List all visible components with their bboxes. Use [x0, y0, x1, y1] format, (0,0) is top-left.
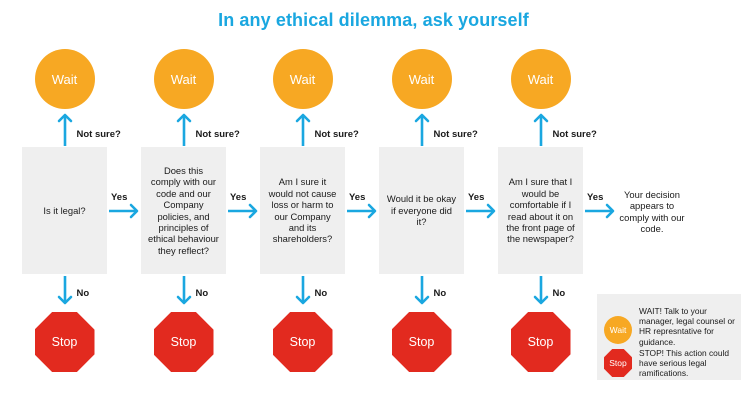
not-sure-label-5: Not sure?: [552, 129, 597, 140]
not-sure-label-4: Not sure?: [433, 129, 478, 140]
yes-label-1: Yes: [111, 192, 128, 203]
up-arrow-2: [176, 113, 191, 146]
no-label-1: No: [76, 288, 90, 299]
up-arrow-3: [295, 113, 310, 146]
right-arrow-4: [466, 203, 496, 219]
legend-stop-text: STOP! This action could have serious leg…: [639, 348, 729, 379]
question-box-5: Am I sure that I would be comfortable if…: [498, 147, 583, 274]
legend: Wait WAIT! Talk to your manager, legal c…: [597, 294, 741, 380]
legend-wait-badge: Wait: [604, 316, 632, 344]
up-arrow-5: [533, 113, 548, 146]
down-arrow-1: [57, 276, 72, 305]
stop-node-4: Stop: [391, 312, 452, 372]
no-label-2: No: [195, 288, 209, 299]
question-box-1: Is it legal?: [22, 147, 107, 274]
legend-stop-badge: Stop: [604, 349, 632, 377]
right-arrow-1: [109, 203, 139, 219]
right-arrow-3: [347, 203, 377, 219]
yes-label-2: Yes: [230, 192, 247, 203]
wait-node-5: Wait: [510, 49, 571, 109]
up-arrow-4: [414, 113, 429, 146]
question-box-4: Would it be okay if everyone did it?: [379, 147, 464, 274]
yes-label-5: Yes: [587, 192, 604, 203]
not-sure-label-3: Not sure?: [314, 129, 359, 140]
final-outcome: Your decision appears to comply with our…: [619, 189, 685, 235]
wait-node-1: Wait: [34, 49, 95, 109]
wait-node-3: Wait: [272, 49, 333, 109]
stop-node-3: Stop: [272, 312, 333, 372]
yes-label-4: Yes: [468, 192, 485, 203]
up-arrow-1: [57, 113, 72, 146]
question-box-2: Does this comply with our code and our C…: [141, 147, 226, 274]
stop-node-2: Stop: [153, 312, 214, 372]
stop-node-5: Stop: [510, 312, 571, 372]
stop-node-1: Stop: [34, 312, 95, 372]
no-label-3: No: [314, 288, 328, 299]
down-arrow-5: [533, 276, 548, 305]
wait-node-4: Wait: [391, 49, 452, 109]
no-label-4: No: [433, 288, 447, 299]
down-arrow-4: [414, 276, 429, 305]
diagram-title: In any ethical dilemma, ask yourself: [218, 10, 529, 30]
question-box-3: Am I sure it would not cause loss or har…: [260, 147, 345, 274]
down-arrow-2: [176, 276, 191, 305]
down-arrow-3: [295, 276, 310, 305]
yes-label-3: Yes: [349, 192, 366, 203]
not-sure-label-2: Not sure?: [195, 129, 240, 140]
legend-wait-text: WAIT! Talk to your manager, legal counse…: [639, 306, 735, 347]
right-arrow-5: [585, 203, 615, 219]
right-arrow-2: [228, 203, 258, 219]
no-label-5: No: [552, 288, 566, 299]
wait-node-2: Wait: [153, 49, 214, 109]
not-sure-label-1: Not sure?: [76, 129, 121, 140]
